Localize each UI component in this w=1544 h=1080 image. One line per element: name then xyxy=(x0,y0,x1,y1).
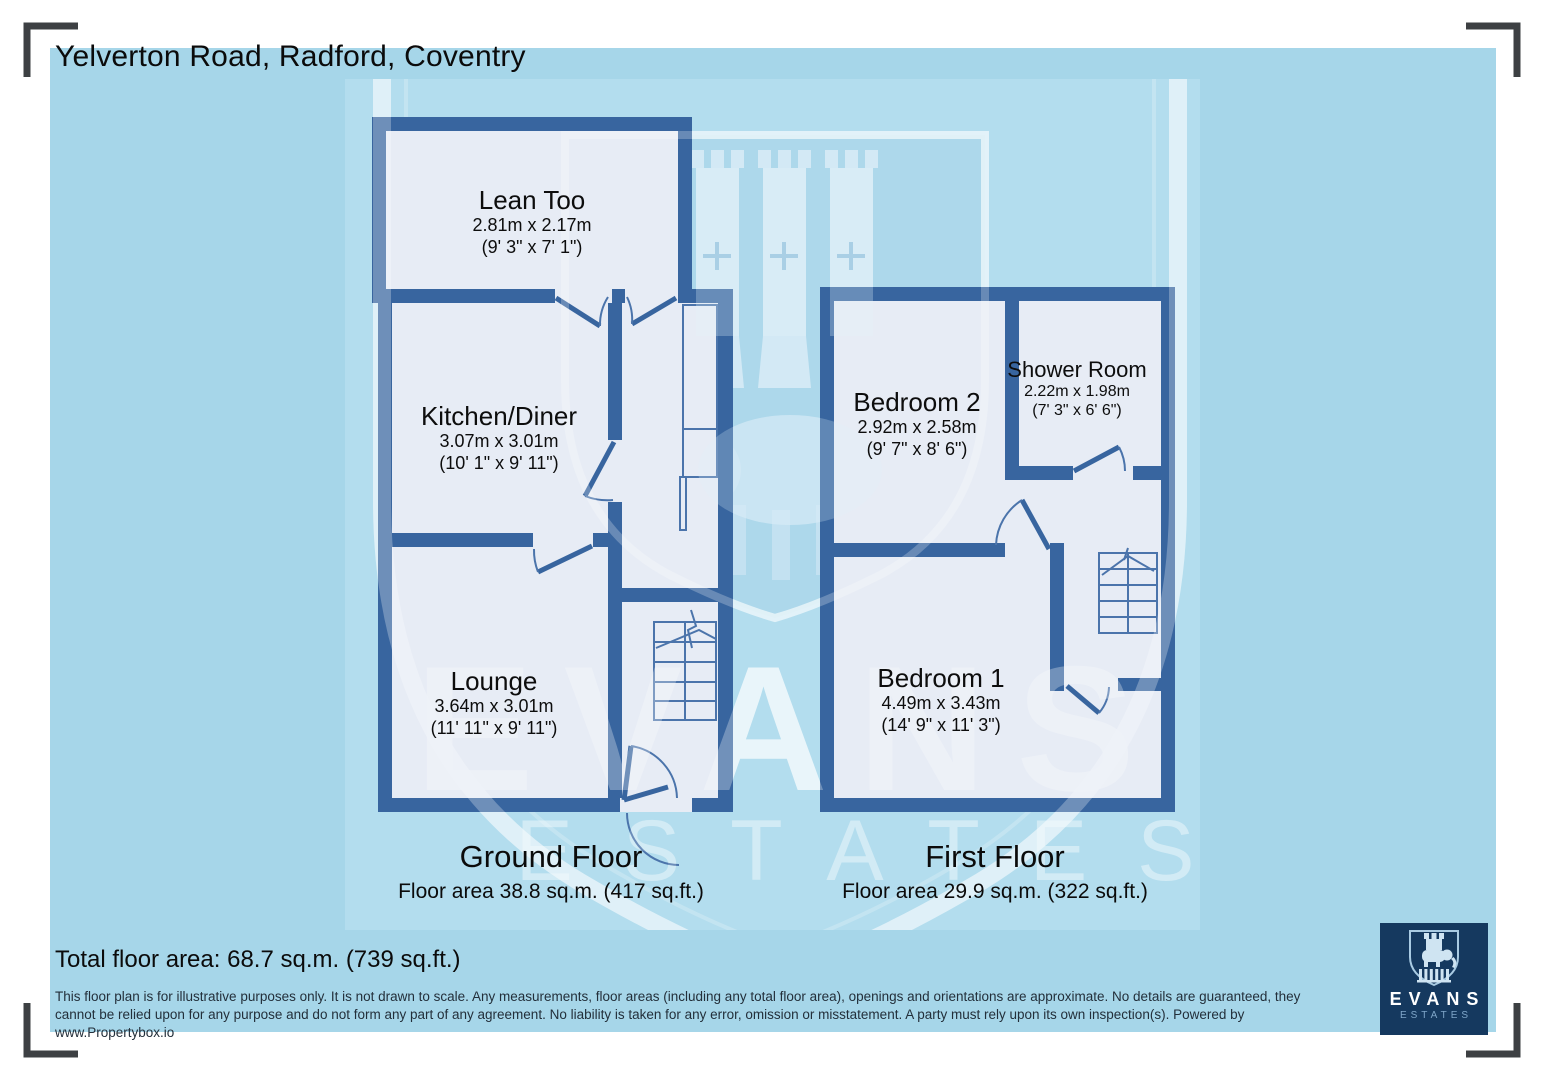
first-floor-caption: First Floor Floor area 29.9 sq.m. (322 s… xyxy=(842,840,1148,904)
room-imperial-dims: (11' 11" x 9' 11") xyxy=(430,718,558,738)
room-label-kitchen-diner: Kitchen/Diner 3.07m x 3.01m (10' 1" x 9'… xyxy=(421,402,577,474)
room-label-bedroom2: Bedroom 2 2.92m x 2.58m (9' 7" x 8' 6") xyxy=(853,388,980,460)
floor-name: Ground Floor xyxy=(459,839,643,874)
room-imperial-dims: (7' 3" x 6' 6") xyxy=(1032,402,1122,419)
room-imperial-dims: (9' 3" x 7' 1") xyxy=(481,237,583,257)
crest-shield xyxy=(561,131,989,623)
room-metric-dims: 2.81m x 2.17m xyxy=(472,215,592,235)
room-imperial-dims: (14' 9" x 11' 3") xyxy=(881,715,1001,735)
room-name: Kitchen/Diner xyxy=(420,401,578,431)
floor-area: Floor area 29.9 sq.m. (322 sq.ft.) xyxy=(842,880,1148,903)
logo-name: EVANS xyxy=(1389,989,1486,1009)
disclaimer-text: This floor plan is for illustrative purp… xyxy=(55,989,1301,1040)
total-floor-area: Total floor area: 68.7 sq.m. (739 sq.ft.… xyxy=(55,946,461,973)
room-imperial-dims: (10' 1" x 9' 11") xyxy=(439,453,559,473)
room-label-lounge: Lounge 3.64m x 3.01m (11' 11" x 9' 11") xyxy=(431,667,558,739)
room-label-shower-room: Shower Room 2.22m x 1.98m (7' 3" x 6' 6"… xyxy=(1007,358,1146,420)
room-metric-dims: 2.92m x 2.58m xyxy=(857,417,977,437)
room-name: Shower Room xyxy=(1007,357,1147,382)
room-metric-dims: 3.07m x 3.01m xyxy=(439,431,559,451)
floor-name: First Floor xyxy=(925,839,1065,874)
logo-tagline: ESTATES xyxy=(1399,1010,1473,1021)
room-name: Lounge xyxy=(450,666,538,696)
room-imperial-dims: (9' 7" x 8' 6") xyxy=(866,439,968,459)
room-metric-dims: 3.64m x 3.01m xyxy=(434,696,554,716)
room-metric-dims: 4.49m x 3.43m xyxy=(881,693,1001,713)
evans-estates-logo: EVANS ESTATES xyxy=(1380,923,1488,1035)
page-title: Yelverton Road, Radford, Coventry xyxy=(55,40,526,73)
room-metric-dims: 2.22m x 1.98m xyxy=(1024,383,1130,400)
room-name: Lean Too xyxy=(478,185,586,215)
floor-area: Floor area 38.8 sq.m. (417 sq.ft.) xyxy=(398,880,704,903)
castle-towers-icon xyxy=(691,150,878,388)
room-name: Bedroom 1 xyxy=(877,663,1005,693)
room-label-bedroom1: Bedroom 1 4.49m x 3.43m (14' 9" x 11' 3"… xyxy=(877,664,1004,736)
room-label-lean-too: Lean Too 2.81m x 2.17m (9' 3" x 7' 1") xyxy=(472,186,591,258)
ground-floor-caption: Ground Floor Floor area 38.8 sq.m. (417 … xyxy=(398,840,704,904)
room-name: Bedroom 2 xyxy=(853,387,981,417)
logo-crest-icon xyxy=(1409,930,1459,987)
